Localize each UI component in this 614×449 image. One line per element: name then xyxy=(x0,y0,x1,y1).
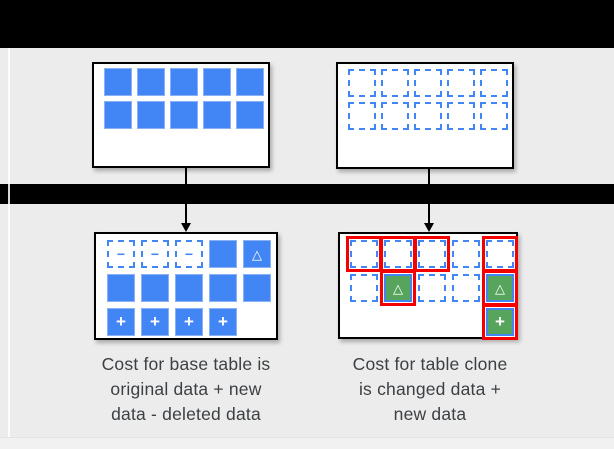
table-row xyxy=(346,236,518,272)
dashed-cell xyxy=(418,274,446,302)
solid-plus-cell: + xyxy=(107,308,135,336)
footer-strip xyxy=(0,437,614,449)
top-black-bar xyxy=(0,0,614,48)
table-row xyxy=(107,274,276,302)
solid-cell xyxy=(243,274,271,302)
dashed-cell xyxy=(447,69,475,97)
solid-cell xyxy=(104,68,132,96)
arrow-stem xyxy=(185,168,187,224)
solid-plus-cell: + xyxy=(175,308,203,336)
left-edge-highlight xyxy=(8,48,10,437)
dashed-minus-cell: − xyxy=(175,240,203,268)
table-row: △△ xyxy=(350,270,518,306)
table-row xyxy=(348,69,512,97)
solid-cell xyxy=(170,101,198,129)
arrow-stem xyxy=(428,168,430,224)
solid-cell xyxy=(107,274,135,302)
solid-cell xyxy=(236,101,264,129)
solid-cell xyxy=(203,101,231,129)
table-row xyxy=(104,101,268,129)
dashed-cell xyxy=(480,102,508,130)
dashed-cell xyxy=(381,102,409,130)
table-row: ++++ xyxy=(107,308,276,336)
green-plus-cell: + xyxy=(482,304,518,340)
solid-cell xyxy=(137,68,165,96)
dashed-cell xyxy=(380,236,416,272)
caption-line: is changed data + xyxy=(358,379,502,399)
dashed-cell xyxy=(414,69,442,97)
solid-plus-cell: + xyxy=(141,308,169,336)
caption-line: Cost for table clone xyxy=(352,354,508,374)
dashed-cell xyxy=(452,240,480,268)
base-table-cost-caption: Cost for base table is original data + n… xyxy=(66,352,306,427)
dashed-cell xyxy=(414,236,450,272)
dashed-cell xyxy=(381,69,409,97)
solid-cell xyxy=(203,68,231,96)
solid-plus-cell: + xyxy=(209,308,237,336)
caption-line: original data + new xyxy=(110,379,262,399)
clone-table-original xyxy=(336,62,514,169)
dashed-cell xyxy=(414,102,442,130)
arrow-head-icon xyxy=(424,223,434,232)
dashed-cell xyxy=(480,69,508,97)
solid-cell xyxy=(141,274,169,302)
dashed-cell xyxy=(346,236,382,272)
solid-cell xyxy=(236,68,264,96)
dashed-cell xyxy=(348,102,376,130)
caption-line: new data xyxy=(393,404,467,424)
dashed-cell xyxy=(482,236,518,272)
solid-triangle-cell: △ xyxy=(243,240,271,268)
dashed-cell xyxy=(447,102,475,130)
dashed-minus-cell: − xyxy=(107,240,135,268)
dashed-minus-cell: − xyxy=(141,240,169,268)
green-triangle-cell: △ xyxy=(482,270,518,306)
middle-black-bar xyxy=(0,184,614,204)
solid-cell xyxy=(209,240,237,268)
table-row xyxy=(348,102,512,130)
solid-cell xyxy=(175,274,203,302)
table-row xyxy=(104,68,268,96)
solid-cell xyxy=(137,101,165,129)
clone-table-after-changes: △△+ xyxy=(338,232,518,340)
solid-cell xyxy=(170,68,198,96)
green-triangle-cell: △ xyxy=(380,270,416,306)
solid-cell xyxy=(209,274,237,302)
solid-cell xyxy=(104,101,132,129)
table-row: −−−△ xyxy=(107,240,276,268)
dashed-cell xyxy=(452,274,480,302)
dashed-cell xyxy=(350,274,378,302)
clone-table-cost-caption: Cost for table clone is changed data + n… xyxy=(320,352,540,427)
caption-line: Cost for base table is xyxy=(101,354,271,374)
base-table-original xyxy=(92,62,270,168)
arrow-head-icon xyxy=(181,223,191,232)
dashed-cell xyxy=(348,69,376,97)
base-table-after-changes: −−−△++++ xyxy=(94,232,278,340)
table-row: + xyxy=(350,304,518,340)
caption-line: data - deleted data xyxy=(111,404,261,424)
